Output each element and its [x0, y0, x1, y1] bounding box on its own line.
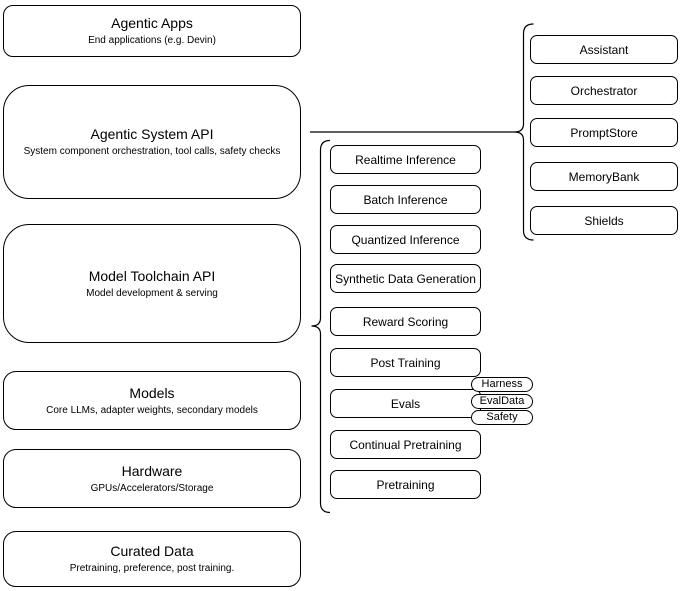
node-model-toolchain-api: Model Toolchain API Model development & …: [3, 224, 301, 343]
tag-label: Harness: [481, 378, 523, 390]
node-label: PromptStore: [570, 125, 638, 140]
node-label: Batch Inference: [363, 192, 448, 207]
node-label: Assistant: [579, 42, 629, 57]
node-title: Hardware: [121, 462, 183, 479]
node-agentic-apps: Agentic Apps End applications (e.g. Devi…: [3, 5, 301, 57]
node-label: Orchestrator: [570, 83, 638, 98]
node-evals: Evals: [330, 389, 481, 418]
node-batch-inference: Batch Inference: [330, 185, 481, 214]
node-subtitle: System component orchestration, tool cal…: [23, 146, 281, 157]
node-label: Realtime Inference: [355, 152, 456, 167]
node-hardware: Hardware GPUs/Accelerators/Storage: [3, 449, 301, 508]
node-promptstore: PromptStore: [530, 118, 678, 147]
tag-harness: Harness: [471, 377, 533, 392]
node-label: MemoryBank: [568, 169, 640, 184]
node-assistant: Assistant: [530, 35, 678, 64]
node-synthetic-data-generation: Synthetic Data Generation: [330, 264, 481, 293]
node-title: Models: [129, 384, 175, 401]
node-label: Quantized Inference: [351, 232, 460, 247]
node-realtime-inference: Realtime Inference: [330, 145, 481, 174]
node-title: Model Toolchain API: [88, 267, 216, 284]
node-curated-data: Curated Data Pretraining, preference, po…: [3, 531, 301, 587]
node-subtitle: Model development & serving: [86, 287, 218, 299]
node-label: Post Training: [370, 355, 441, 370]
node-label: Reward Scoring: [362, 314, 449, 329]
node-label: Continual Pretraining: [349, 437, 462, 452]
node-subtitle: Core LLMs, adapter weights, secondary mo…: [46, 404, 258, 416]
node-label: Evals: [390, 396, 421, 411]
node-post-training: Post Training: [330, 348, 481, 377]
node-label: Shields: [584, 213, 624, 228]
tag-evaldata: EvalData: [471, 394, 533, 409]
node-subtitle: End applications (e.g. Devin): [88, 35, 216, 46]
tag-label: Safety: [486, 411, 518, 423]
node-title: Curated Data: [110, 543, 194, 559]
node-agentic-system-api: Agentic System API System component orch…: [3, 85, 301, 199]
tag-label: EvalData: [479, 395, 525, 407]
node-pretraining: Pretraining: [330, 470, 481, 499]
node-reward-scoring: Reward Scoring: [330, 307, 481, 336]
node-title: Agentic Apps: [111, 15, 193, 31]
node-label: Pretraining: [376, 477, 435, 492]
node-quantized-inference: Quantized Inference: [330, 225, 481, 254]
node-subtitle: Pretraining, preference, post training.: [69, 563, 235, 574]
tag-safety: Safety: [471, 410, 533, 425]
node-memorybank: MemoryBank: [530, 162, 678, 191]
node-shields: Shields: [530, 206, 678, 235]
node-models: Models Core LLMs, adapter weights, secon…: [3, 371, 301, 430]
node-label: Synthetic Data Generation: [335, 271, 476, 286]
node-subtitle: GPUs/Accelerators/Storage: [90, 482, 214, 494]
node-title: Agentic System API: [90, 126, 214, 142]
brace-toolchain-group: [311, 139, 331, 514]
node-continual-pretraining: Continual Pretraining: [330, 430, 481, 459]
node-orchestrator: Orchestrator: [530, 76, 678, 105]
